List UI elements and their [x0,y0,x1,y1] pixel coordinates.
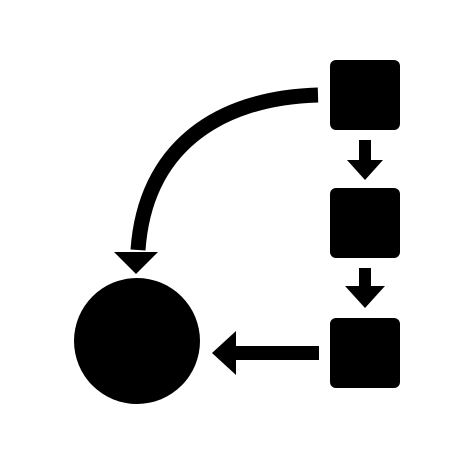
curved-arrow-icon [114,87,319,274]
terminal-circle-icon [74,278,200,404]
arrow-down-2-icon [345,268,385,308]
arrow-down-1-icon [347,140,383,180]
arrow-left-icon [212,331,319,375]
process-box-1-icon [330,60,400,130]
process-box-2-icon [330,188,400,258]
process-box-3-icon [330,318,400,388]
